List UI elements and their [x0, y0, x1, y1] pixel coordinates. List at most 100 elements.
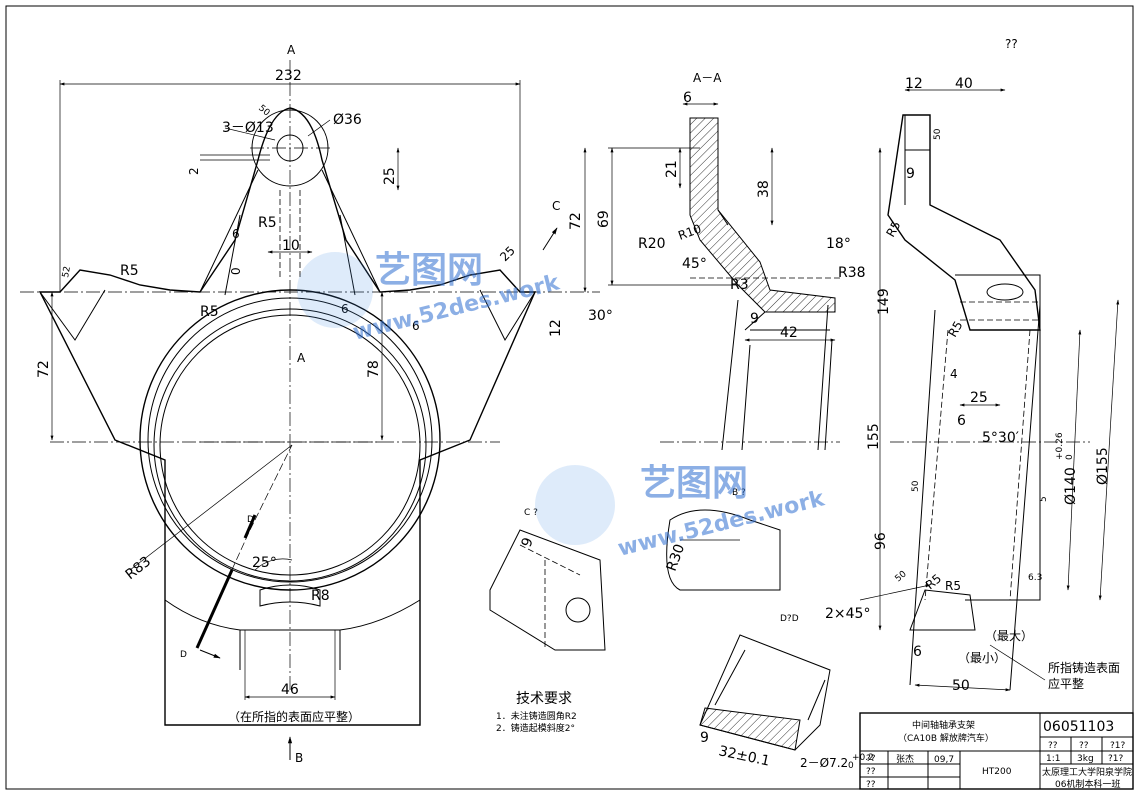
dim-6-c: 6	[412, 319, 420, 333]
tb-weight: 3kg	[1077, 754, 1094, 764]
tb-r1: ??	[866, 754, 876, 764]
dim-6-b: 6	[341, 302, 349, 316]
side-dim-6: 6	[957, 413, 966, 429]
detail-d-label: D?D	[780, 614, 799, 624]
tb-scale: 1:1	[1046, 754, 1060, 764]
sec-dim-r10: R10	[676, 222, 703, 243]
tb-h2: ??	[1079, 741, 1089, 751]
view-b-mark: B	[295, 751, 303, 765]
tech-title: 技术要求	[516, 691, 572, 707]
tb-school: 太原理工大学阳泉学院	[1042, 766, 1132, 778]
watermark-brand-lower: 艺图网	[640, 463, 748, 504]
dim-2: 2	[187, 167, 201, 175]
sec-dim-r3: R3	[730, 277, 749, 293]
title-block	[859, 712, 1134, 790]
side-dim-140-upper-tol: +0.26	[1055, 432, 1065, 460]
annotations: A ?? A－A A B C D D C ? B ? D?D 232 3－Ø13…	[36, 37, 1132, 790]
dim-52: 52	[61, 266, 73, 279]
dim-r5-mid: R5	[258, 215, 277, 231]
side-dim-5: 5	[1039, 496, 1049, 502]
view-a-label: A	[287, 43, 296, 57]
tb-class: 06机制本科一班	[1055, 778, 1120, 790]
detail-d-dim-7-2-tol: +0.2	[852, 753, 874, 763]
detail-d-dim-32: 32±0.1	[717, 743, 771, 769]
watermark-upper: 艺图网 www.52des.work	[297, 250, 563, 346]
section-aa-title: A－A	[693, 71, 722, 85]
tb-sheet: ?1?	[1108, 754, 1124, 764]
dim-r8: R8	[311, 588, 330, 604]
tb-drawing-no: 06051103	[1043, 719, 1114, 735]
dim-r5-left: R5	[120, 263, 139, 279]
view-d-mark-upper: D	[247, 515, 254, 525]
tb-r3: ??	[866, 780, 876, 790]
dim-holes: 3－Ø13	[222, 120, 274, 136]
side-dim-9: 9	[906, 166, 915, 182]
dim-46: 46	[281, 682, 299, 698]
side-dim-r5d: R5	[945, 579, 961, 593]
side-dim-155: 155	[866, 423, 882, 450]
watermark-brand-upper: 艺图网	[375, 250, 483, 291]
dim-10: 10	[282, 238, 300, 254]
tb-h3: ?1?	[1110, 741, 1126, 751]
side-max-label: （最大）	[985, 629, 1033, 643]
tb-h1: ??	[1048, 741, 1058, 751]
dim-25-right: 25	[497, 243, 518, 264]
sec-dim-r20: R20	[638, 236, 666, 252]
dim-r5-low: R5	[200, 304, 219, 320]
dim-r83: R83	[123, 554, 155, 584]
section-aa-view	[608, 102, 840, 451]
tech-item-2: 2．铸造起模斜度2°	[496, 722, 575, 734]
roughness-note: ??	[1005, 37, 1018, 51]
dim-72-left: 72	[36, 360, 52, 378]
side-note-line1: 所指铸造表面	[1048, 660, 1120, 675]
view-d-mark: D	[180, 650, 187, 660]
front-note: （在所指的表面应平整）	[228, 709, 360, 724]
side-dim-6b: 6	[913, 644, 922, 660]
dim-25: 25	[382, 167, 398, 185]
detail-c-dim-9: 9	[519, 536, 537, 550]
sec-dim-r38: R38	[838, 265, 866, 281]
side-dim-chamfer: 2×45°	[825, 606, 870, 622]
dim-30deg: 30°	[588, 308, 613, 324]
side-dim-4: 4	[950, 367, 958, 381]
tb-date: 09,7	[934, 755, 954, 765]
tb-part-sub: （CA10B 解放牌汽车）	[898, 732, 994, 744]
side-dim-40: 40	[955, 76, 973, 92]
tb-part-name: 中间轴轴承支架	[912, 719, 975, 731]
side-dim-25: 25	[970, 390, 988, 406]
front-view	[20, 60, 600, 760]
side-dim-140-lower-tol: 0	[1065, 454, 1075, 460]
detail-d-dim-9: 9	[700, 730, 709, 746]
detail-d-dim-7-2-tol0: 0	[848, 761, 854, 771]
tb-material: HT200	[982, 767, 1012, 777]
dim-36: Ø36	[333, 112, 362, 128]
sec-dim-69: 69	[596, 210, 612, 228]
watermark-globe-icon	[297, 252, 373, 328]
dim-232: 232	[275, 68, 302, 84]
side-dim-149: 149	[876, 288, 892, 315]
sec-dim-42: 42	[780, 325, 798, 341]
dim-0: 0	[229, 267, 243, 275]
tb-designer: 张杰	[896, 753, 914, 765]
drawing-frame	[5, 5, 1134, 790]
view-c-mark: C	[552, 199, 560, 213]
side-dim-96: 96	[873, 532, 889, 550]
sec-dim-9: 9	[750, 311, 759, 327]
view-a-mark: A	[297, 351, 306, 365]
side-dim-12: 12	[905, 76, 923, 92]
dim-25deg: 25°	[252, 555, 277, 571]
detail-c-label: C ?	[524, 508, 538, 518]
side-note-line2: 应平整	[1048, 676, 1084, 691]
sec-dim-45deg: 45°	[682, 256, 707, 272]
side-dim-r5b: R5	[945, 319, 965, 340]
detail-d-view	[699, 634, 831, 751]
dim-12: 12	[548, 319, 564, 337]
side-dim-140: Ø140	[1063, 467, 1079, 505]
side-view	[859, 88, 1120, 692]
dim-72-right: 72	[568, 212, 584, 230]
detail-c-view	[489, 529, 606, 651]
side-dim-50c: 50	[894, 569, 909, 584]
side-dim-r5c: R5	[923, 571, 944, 592]
tb-r2: ??	[866, 767, 876, 777]
